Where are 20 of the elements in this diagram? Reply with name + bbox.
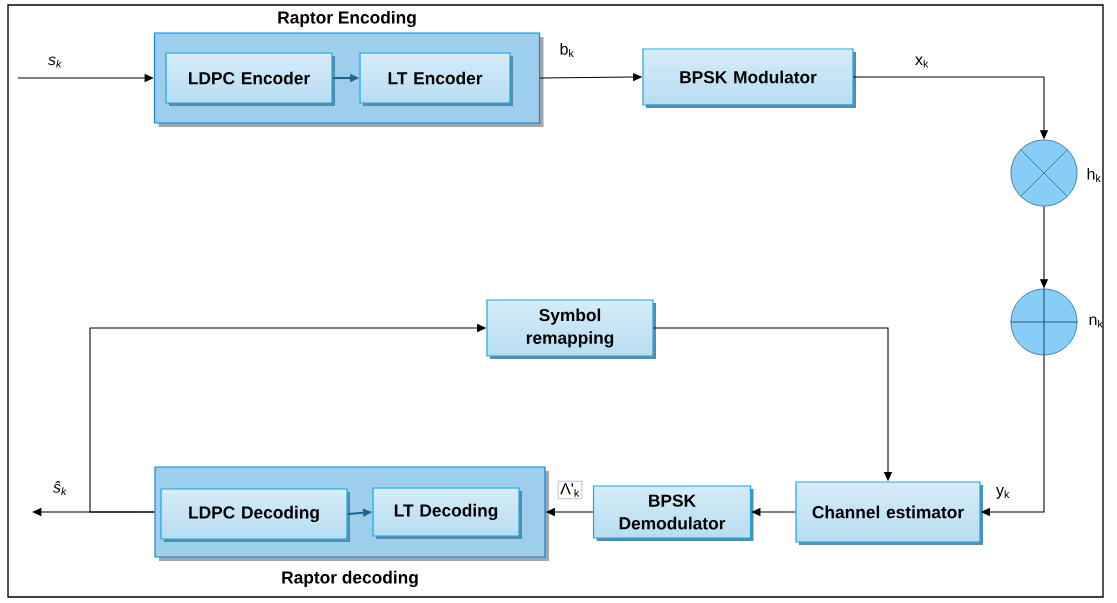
signal-label: h$_{k}$ [1087, 168, 1101, 182]
edge-label: s$_{k}$ [48, 56, 62, 68]
edge-label: y$_{k}$ [996, 487, 1010, 499]
adder-symbol [1009, 287, 1079, 357]
signal-label: n$_{k}$ [1089, 316, 1103, 328]
edge-label: ŝ$_{k}$ [53, 480, 67, 495]
process-box: LT Encoder [359, 52, 513, 106]
process-box: Channel estimator [795, 481, 983, 545]
label-box: Λ'$_{k}$ [557, 480, 583, 500]
process-box: LDPC Decoding [160, 488, 350, 542]
edge-label: x$_{k}$ [915, 56, 929, 68]
node-label: Raptor decoding [282, 570, 418, 588]
edge-label: b$_{k}$ [560, 43, 574, 57]
process-box: LDPC Encoder [165, 52, 335, 106]
process-box: BPSK Modulator [642, 48, 856, 108]
node-label: Raptor Encoding [278, 10, 416, 28]
process-box: LT Decoding [372, 487, 522, 539]
process-box: BPSK Demodulator [592, 485, 754, 541]
multiplier-symbol [1010, 139, 1078, 207]
process-box: Symbol remapping [486, 299, 656, 359]
